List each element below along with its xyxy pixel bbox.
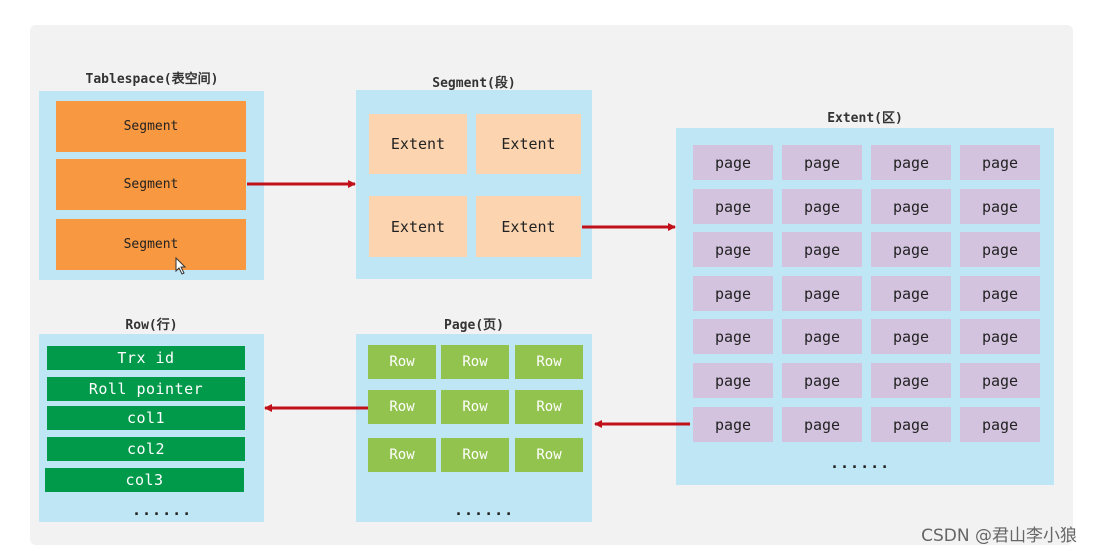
row-field-col2: col2 bbox=[47, 437, 245, 461]
segment-box: Segment bbox=[56, 159, 246, 210]
page-cell: page bbox=[782, 319, 862, 354]
page-cell: page bbox=[960, 363, 1040, 398]
extent-box: Extent bbox=[476, 196, 581, 257]
page-ellipsis: ...... bbox=[454, 501, 515, 519]
page-cell: page bbox=[960, 145, 1040, 180]
page-cell: page bbox=[782, 363, 862, 398]
page-cell: page bbox=[693, 407, 773, 442]
page-title: Page(页) bbox=[444, 318, 504, 333]
page-cell: page bbox=[693, 189, 773, 224]
row-ellipsis: ...... bbox=[132, 501, 193, 519]
watermark: CSDN @君山李小狼 bbox=[921, 526, 1077, 546]
row-cell: Row bbox=[368, 438, 436, 472]
row-field-col1: col1 bbox=[47, 406, 245, 430]
row-panel: Trx id Roll pointer col1 col2 col3 .....… bbox=[39, 334, 264, 522]
page-cell: page bbox=[871, 363, 951, 398]
page-cell: page bbox=[693, 319, 773, 354]
row-cell: Row bbox=[515, 390, 583, 424]
extent-box: Extent bbox=[369, 196, 467, 257]
page-cell: page bbox=[693, 145, 773, 180]
page-cell: page bbox=[782, 232, 862, 267]
tablespace-panel: Segment Segment Segment bbox=[39, 91, 264, 280]
segment-box: Segment bbox=[56, 101, 246, 152]
row-cell: Row bbox=[368, 345, 436, 379]
segment-box: Segment bbox=[56, 219, 246, 270]
segment-panel: Extent Extent Extent Extent bbox=[356, 90, 592, 279]
page-cell: page bbox=[960, 276, 1040, 311]
page-cell: page bbox=[960, 319, 1040, 354]
row-cell: Row bbox=[515, 345, 583, 379]
page-cell: page bbox=[693, 276, 773, 311]
extent-box: Extent bbox=[476, 114, 581, 174]
page-cell: page bbox=[871, 319, 951, 354]
tablespace-title: Tablespace(表空间) bbox=[85, 72, 219, 87]
row-title: Row(行) bbox=[125, 318, 178, 333]
segment-title: Segment(段) bbox=[432, 76, 516, 91]
extent-title: Extent(区) bbox=[827, 111, 903, 126]
page-cell: page bbox=[960, 232, 1040, 267]
row-field-roll-pointer: Roll pointer bbox=[47, 377, 245, 401]
page-cell: page bbox=[871, 189, 951, 224]
page-cell: page bbox=[693, 363, 773, 398]
page-cell: page bbox=[782, 145, 862, 180]
row-cell: Row bbox=[441, 390, 509, 424]
extent-box: Extent bbox=[369, 114, 467, 174]
page-cell: page bbox=[871, 232, 951, 267]
row-field-col3: col3 bbox=[45, 468, 244, 492]
page-cell: page bbox=[782, 189, 862, 224]
row-cell: Row bbox=[441, 345, 509, 379]
row-field-trx-id: Trx id bbox=[47, 346, 245, 370]
page-cell: page bbox=[871, 407, 951, 442]
page-cell: page bbox=[960, 189, 1040, 224]
page-cell: page bbox=[782, 407, 862, 442]
page-cell: page bbox=[871, 276, 951, 311]
row-cell: Row bbox=[368, 390, 436, 424]
page-cell: page bbox=[871, 145, 951, 180]
row-cell: Row bbox=[515, 438, 583, 472]
page-cell: page bbox=[960, 407, 1040, 442]
extent-ellipsis: ...... bbox=[830, 454, 891, 472]
mouse-cursor-icon bbox=[175, 257, 187, 275]
page-cell: page bbox=[782, 276, 862, 311]
row-cell: Row bbox=[441, 438, 509, 472]
page-cell: page bbox=[693, 232, 773, 267]
